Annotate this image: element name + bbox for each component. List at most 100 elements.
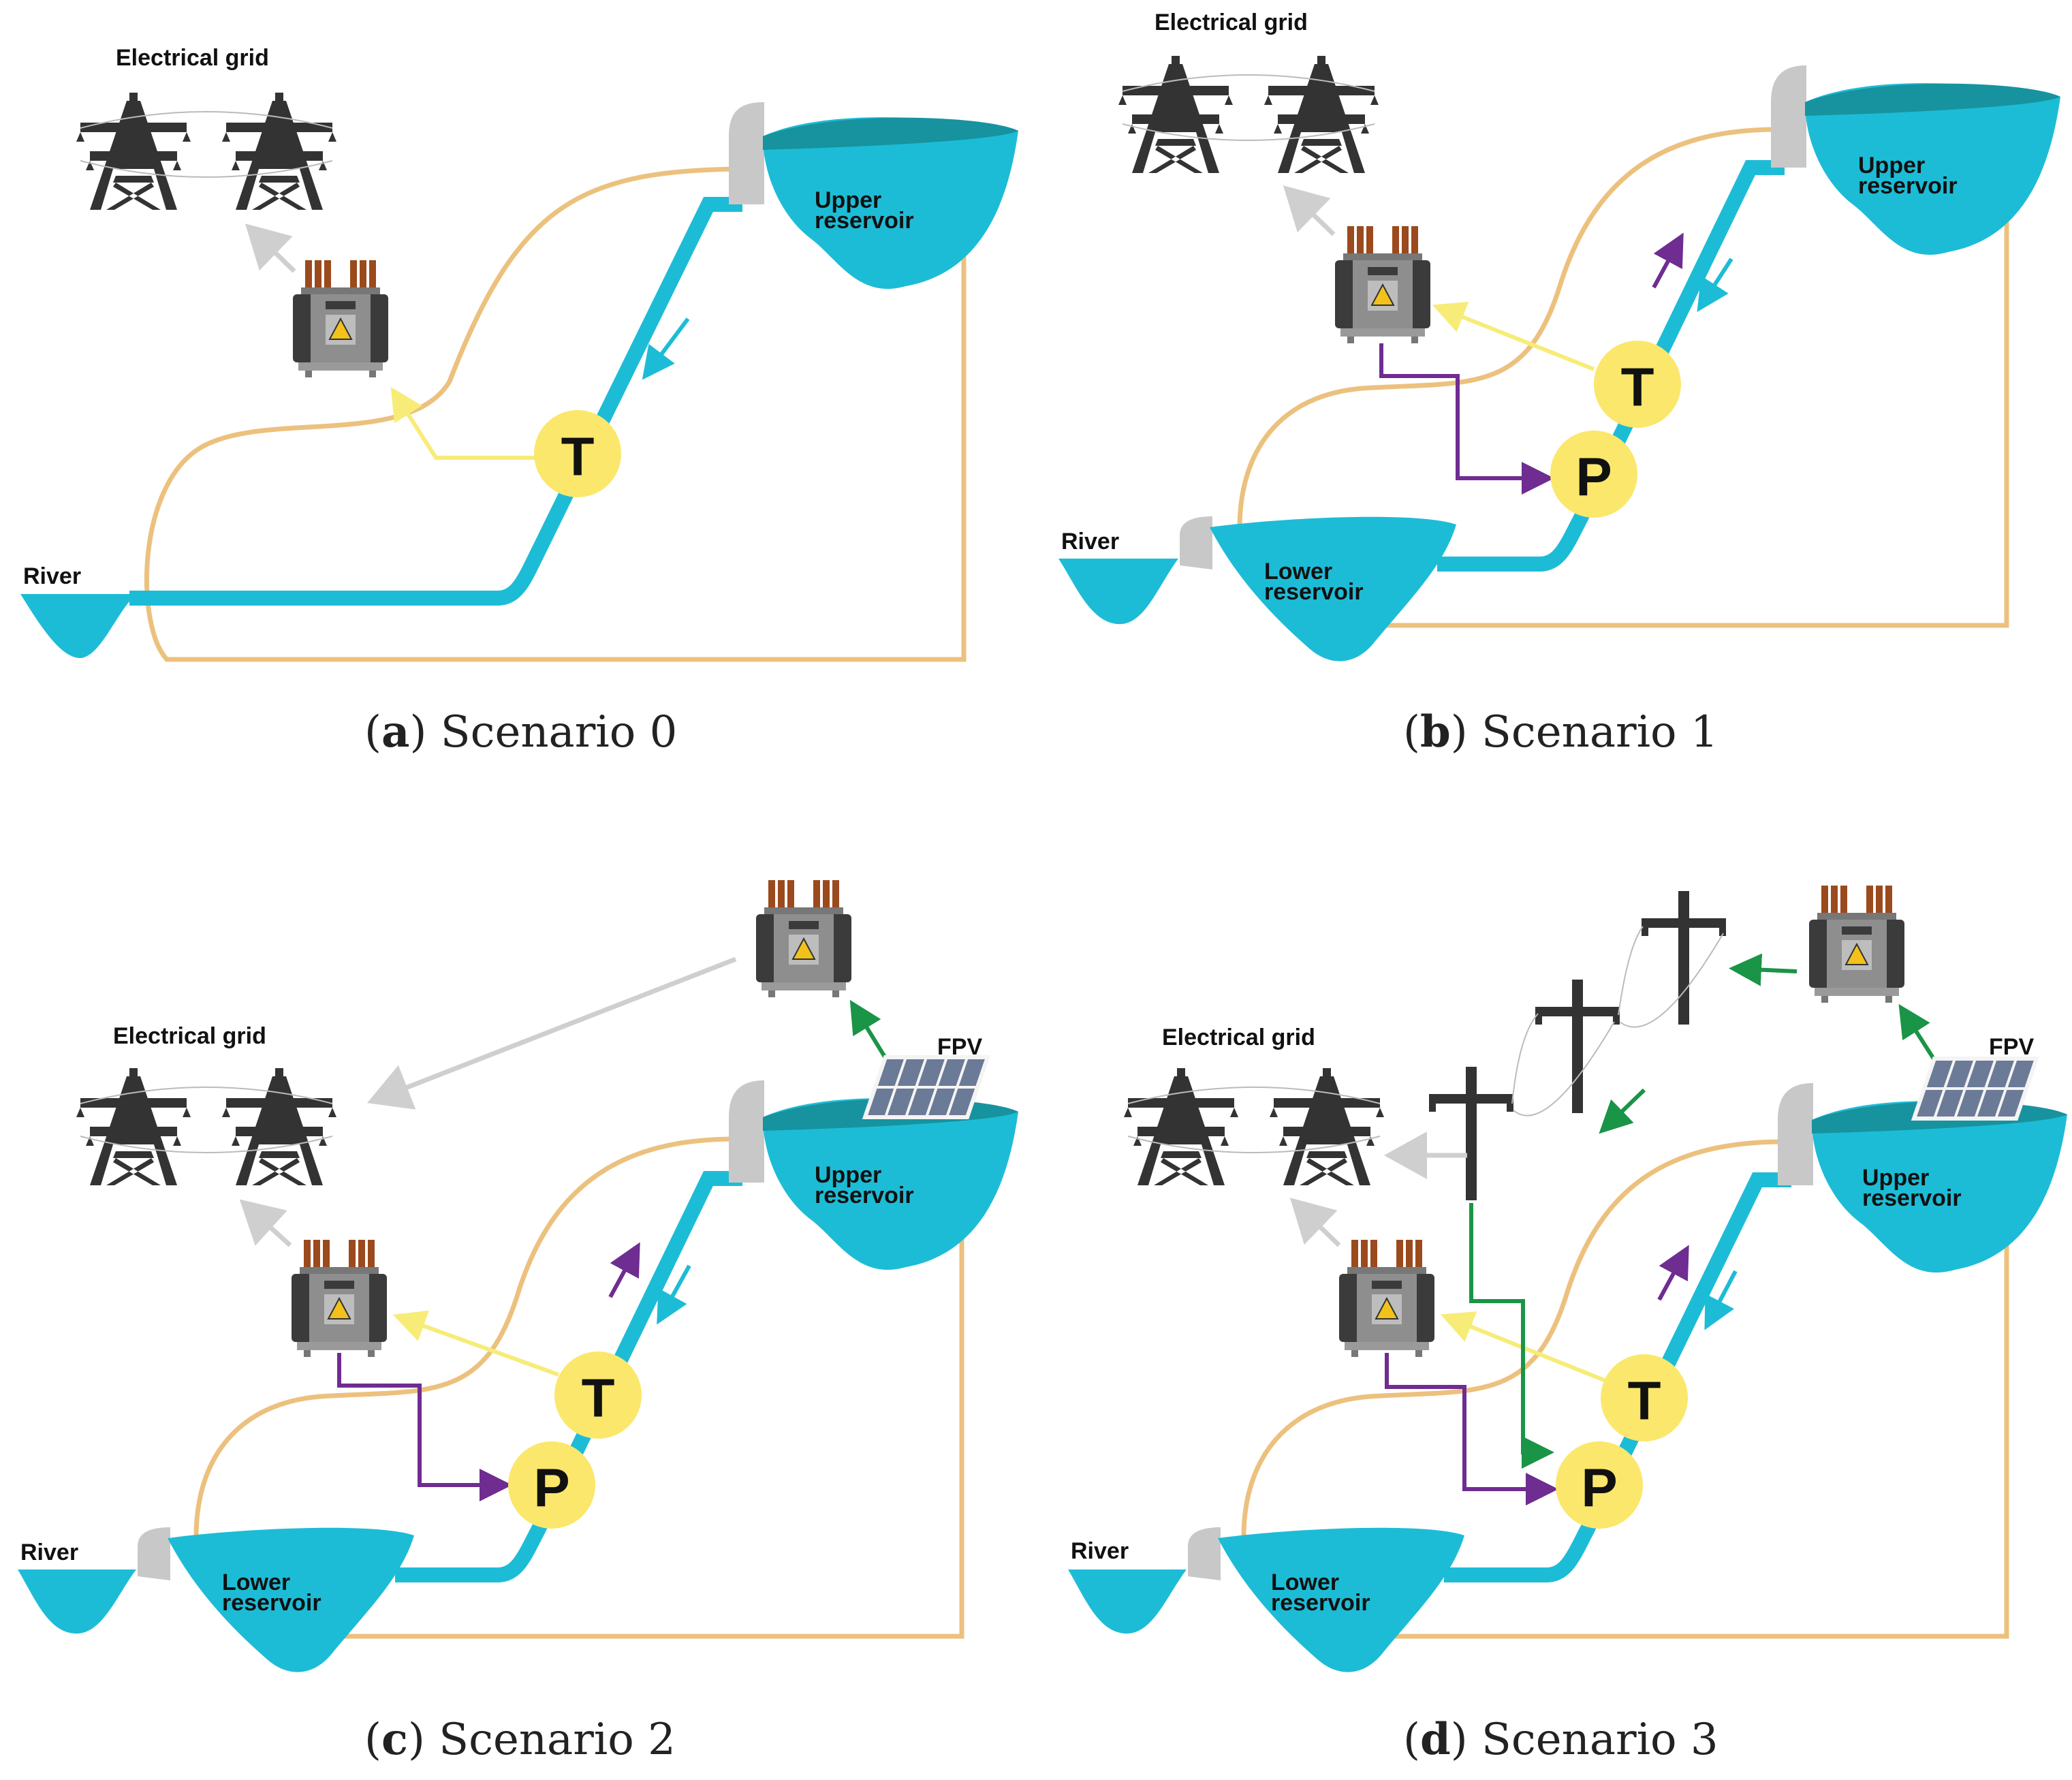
pole-icon — [1429, 1067, 1513, 1200]
fpv-to-pole-arrow — [1729, 953, 1798, 986]
tower-icon — [1270, 1068, 1384, 1185]
panel-a: Electrical grid River Upper reservoir T … — [20, 45, 1018, 758]
turbine-label: T — [582, 1368, 615, 1428]
lower-reservoir-label-1: Lower — [1264, 559, 1332, 584]
pump-node — [508, 1441, 595, 1529]
panel-d: Electrical grid — [1068, 885, 2067, 1765]
upper-reservoir-label-1: Upper — [815, 187, 881, 213]
lower-dam — [1180, 516, 1212, 569]
fpv-grid-flow-arrow — [366, 956, 737, 1110]
transformer-to-pump-arrow — [1379, 343, 1554, 495]
tower-icon — [76, 93, 191, 210]
turbine-to-transformer-arrow — [1440, 1311, 1609, 1384]
tower-icon — [222, 1068, 336, 1185]
caption-b: (b) Scenario 1 — [1403, 706, 1718, 758]
electrical-grid-towers — [76, 93, 336, 210]
lower-reservoir-label-1: Lower — [1271, 1570, 1339, 1595]
fpv-transformer-icon — [1808, 885, 1905, 1003]
tower-icon — [76, 1068, 191, 1185]
electrical-grid-towers — [1124, 1068, 1384, 1185]
electrical-grid-towers — [1118, 56, 1379, 173]
solar-panel-icon — [865, 1057, 988, 1117]
transformer-icon — [1334, 225, 1431, 344]
upper-reservoir-label-1: Upper — [1858, 153, 1925, 178]
downflow-arrow — [1704, 1270, 1738, 1330]
upflow-arrow — [1657, 1245, 1689, 1301]
turbine-node — [534, 410, 621, 497]
downflow-arrow — [657, 1264, 691, 1325]
grid-label: Electrical grid — [116, 45, 269, 71]
lower-dam — [138, 1527, 170, 1580]
upper-reservoir-label-2: reservoir — [815, 1183, 914, 1208]
pump-node — [1550, 431, 1637, 518]
pump-label: P — [1575, 447, 1612, 508]
pump-node — [1556, 1441, 1643, 1529]
upper-reservoir-label-2: reservoir — [1862, 1185, 1962, 1211]
turbine-label: T — [561, 426, 595, 487]
tower-icon — [1124, 1068, 1238, 1185]
transformer-icon — [291, 1239, 388, 1358]
upper-dam — [1771, 65, 1806, 168]
solar-panel-icon — [1914, 1059, 2037, 1119]
upflow-arrow — [608, 1242, 640, 1298]
penstock-pipe — [1437, 160, 1785, 572]
penstock-pipe — [129, 197, 742, 606]
upper-dam — [1778, 1083, 1813, 1185]
grid-flow-arrow — [239, 1199, 292, 1247]
pole-icon — [1535, 980, 1620, 1113]
grid-flow-arrow — [245, 223, 296, 273]
tower-icon — [1118, 56, 1233, 173]
penstock-pipe — [395, 1171, 742, 1582]
upper-reservoir — [763, 1098, 1018, 1270]
upper-dam — [729, 1080, 764, 1183]
transformer-to-pump-arrow — [1385, 1353, 1558, 1505]
electrical-grid-towers — [76, 1068, 336, 1185]
upper-reservoir-label-1: Upper — [1862, 1165, 1929, 1191]
upflow-arrow — [1652, 232, 1684, 289]
turbine-node — [1601, 1354, 1688, 1441]
transformer-icon — [1338, 1239, 1435, 1358]
river — [1058, 559, 1178, 625]
lower-reservoir-label-2: reservoir — [222, 1590, 321, 1616]
pole-icon — [1642, 891, 1726, 1025]
river — [18, 1570, 136, 1634]
grid-flow-arrow — [1283, 185, 1336, 236]
turbine-label: T — [1628, 1371, 1661, 1431]
panel-c: Electrical grid FPV River Lower reservoi… — [18, 879, 1018, 1765]
downflow-arrow — [1697, 257, 1733, 313]
caption-d: (d) Scenario 3 — [1403, 1714, 1718, 1765]
river-label: River — [1071, 1538, 1129, 1564]
lower-reservoir — [1218, 1527, 1464, 1672]
river-label: River — [23, 563, 81, 589]
river — [1068, 1570, 1187, 1634]
turbine-to-transformer-arrow — [390, 386, 538, 460]
transformer-to-pump-arrow — [337, 1353, 512, 1501]
reservoir-rim — [193, 1136, 964, 1639]
distribution-poles — [1429, 891, 1726, 1200]
grid-label: Electrical grid — [1155, 10, 1308, 35]
dam — [729, 102, 764, 204]
caption-c: (c) Scenario 2 — [364, 1714, 676, 1765]
upper-reservoir-label-2: reservoir — [815, 208, 914, 234]
pump-label: P — [533, 1458, 569, 1518]
fpv-label: FPV — [1989, 1034, 2034, 1060]
tower-icon — [1264, 56, 1379, 173]
turbine-to-transformer-arrow — [392, 1310, 560, 1377]
grid-label: Electrical grid — [113, 1023, 266, 1049]
lower-reservoir — [1210, 516, 1456, 661]
turbine-node — [1594, 341, 1681, 428]
upper-reservoir-label-1: Upper — [815, 1162, 881, 1188]
upper-reservoir — [763, 117, 1018, 289]
downflow-arrow — [642, 317, 690, 380]
pole-flow-arrow — [1599, 1088, 1646, 1134]
turbine-label: T — [1621, 357, 1654, 418]
reservoir-rim — [1237, 127, 2009, 628]
fpv-transformer-icon — [755, 879, 852, 998]
pump-label: P — [1581, 1458, 1617, 1518]
reservoir-rim — [144, 166, 967, 662]
upper-reservoir — [1805, 83, 2060, 255]
tower-icon — [222, 93, 336, 210]
turbine-to-transformer-arrow — [1432, 302, 1595, 371]
